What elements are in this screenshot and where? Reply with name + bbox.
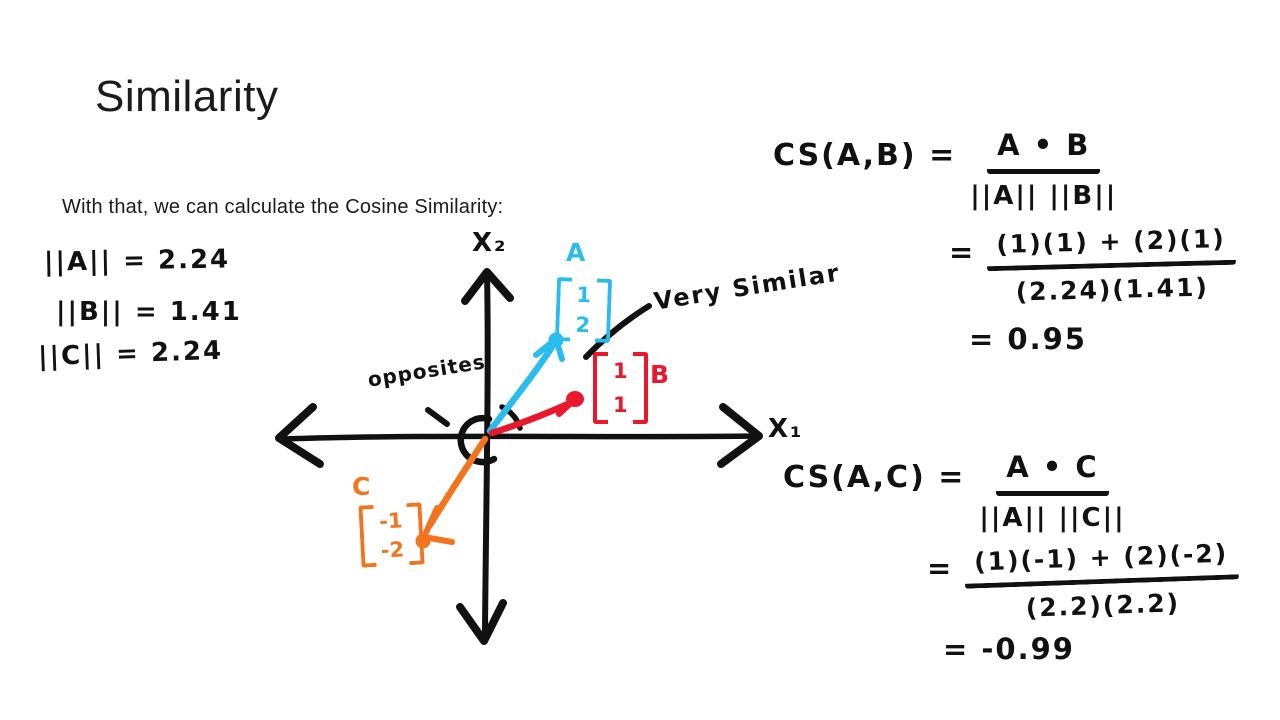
vector-b-arrow — [488, 391, 584, 437]
calc-ac-step-numerator: (1)(-1) + (2)(-2) — [964, 538, 1240, 589]
bracket-right-icon — [632, 352, 648, 424]
y-axis-up-arrowhead — [461, 268, 514, 305]
y-axis-label: X₂ — [472, 228, 508, 258]
ab-angle-arc — [499, 404, 523, 431]
vector-b-x2: 1 — [613, 393, 628, 417]
y-axis-down-arrowhead — [456, 599, 507, 645]
opposites-angle-arc — [457, 414, 498, 466]
vector-c-x2: -2 — [380, 536, 405, 563]
vector-a-arrow — [486, 332, 565, 435]
calc-ab-step-fraction: (1)(1) + (2)(1) (2.24)(1.41) — [986, 223, 1237, 308]
vector-b-matrix: 1 1 — [593, 352, 648, 424]
x-axis-left-arrowhead — [275, 403, 324, 468]
calc-ac-numerator: A • C — [996, 450, 1109, 496]
vector-a-x1: 1 — [576, 282, 592, 308]
page-title: Similarity — [95, 72, 279, 121]
cosine-calc-ac: CS(A,C) = A • C ||A|| ||C|| = (1)(-1) + … — [783, 450, 1241, 666]
opposites-annotation: opposites — [366, 349, 488, 392]
bracket-right-icon — [594, 278, 612, 343]
x-axis-right-arrowhead — [717, 403, 763, 468]
cosine-calc-ab: CS(A,B) = A • B ||A|| ||B|| = (1)(1) + (… — [773, 128, 1237, 356]
norm-a-value: ||A|| = 2.24 — [43, 244, 231, 278]
calc-ac-step-fraction: (1)(-1) + (2)(-2) (2.2)(2.2) — [964, 538, 1241, 625]
calc-ab-step-denominator: (2.24)(1.41) — [1015, 272, 1210, 307]
vector-b-label: B — [650, 360, 672, 389]
calc-ab-denominator: ||A|| ||B|| — [970, 181, 1118, 211]
calc-ac-step-denominator: (2.2)(2.2) — [1025, 588, 1181, 623]
slide-subtitle: With that, we can calculate the Cosine S… — [62, 196, 504, 218]
calc-ab-step-eq: = — [949, 235, 976, 269]
calc-ab-lhs: CS(A,B) = — [773, 138, 957, 173]
opposites-pointer-line — [425, 407, 450, 427]
calc-ab-fraction: A • B ||A|| ||B|| — [970, 128, 1117, 211]
vector-a-matrix: 1 2 — [554, 277, 612, 343]
calc-ac-fraction: A • C ||A|| ||C|| — [979, 450, 1125, 533]
x-axis-label: X₁ — [768, 414, 804, 444]
norm-b-value: ||B|| = 1.41 — [56, 297, 242, 327]
calc-ac-lhs: CS(A,C) = — [783, 460, 966, 495]
calc-ab-numerator: A • B — [987, 128, 1101, 174]
bracket-left-icon — [593, 352, 608, 424]
calc-ac-denominator: ||A|| ||C|| — [979, 503, 1126, 533]
calc-ab-step-numerator: (1)(1) + (2)(1) — [986, 223, 1237, 272]
vector-c-label: C — [352, 472, 373, 501]
calc-ac-result: = -0.99 — [943, 632, 1075, 666]
vector-b-x1: 1 — [613, 359, 628, 383]
vector-a-label: A — [566, 238, 588, 267]
calc-ac-step-eq: = — [927, 551, 954, 585]
vector-c-matrix: -1 -2 — [358, 502, 425, 568]
vector-c-x1: -1 — [378, 507, 404, 534]
vector-c-arrow — [415, 435, 489, 549]
vector-a-x2: 2 — [575, 312, 591, 338]
calc-ab-result: = 0.95 — [969, 322, 1087, 356]
bracket-right-icon — [406, 502, 425, 566]
x-axis — [275, 403, 763, 468]
norm-c-value: ||C|| = 2.24 — [37, 335, 224, 373]
y-axis — [456, 268, 514, 645]
